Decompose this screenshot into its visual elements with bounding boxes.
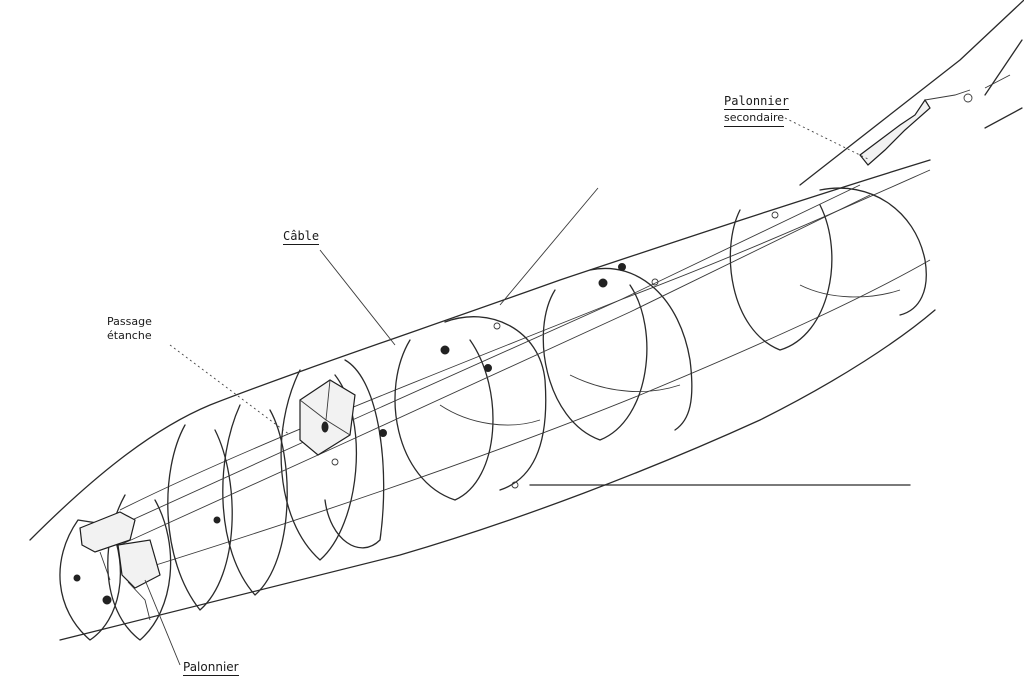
label-palonnier-text: Palonnier [183, 660, 239, 676]
control-cables [109, 184, 871, 546]
label-cable: Câble [283, 229, 320, 245]
secondary-pedal-assembly [859, 74, 1011, 166]
fuselage-outline [29, 0, 1024, 641]
pulleys [73, 211, 779, 605]
label-passage-line2: étanche [107, 329, 152, 342]
label-cable-text: Câble [283, 229, 320, 245]
label-palonnier-secondaire-line2: secondaire [724, 111, 785, 127]
rudder-pedal-assembly [79, 511, 161, 621]
label-palonnier: Palonnier [183, 660, 239, 676]
sealed-passage-box [299, 379, 356, 456]
leader-lines [144, 117, 871, 666]
label-passage-etanche: Passage étanche [107, 315, 152, 343]
label-palonnier-secondaire-line1: Palonnier [724, 94, 790, 110]
label-passage-line1: Passage [107, 315, 152, 328]
bulkhead-frames [59, 187, 927, 641]
label-palonnier-secondaire: Palonnier secondaire [724, 94, 790, 127]
